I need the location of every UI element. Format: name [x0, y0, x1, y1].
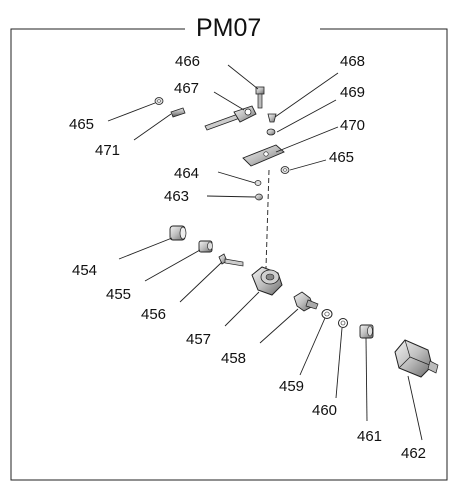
part-469-nut: [266, 128, 276, 136]
part-454-bushing: [169, 225, 187, 241]
part-461-bushing: [359, 324, 374, 339]
leader-lines: [107, 64, 423, 441]
callout-465-left: 465: [69, 116, 94, 133]
assembly-axis: [265, 169, 270, 269]
part-463-nut: [255, 193, 263, 201]
callout-465-right: 465: [329, 149, 354, 166]
part-470-plate: [242, 144, 285, 167]
part-462-coupling: [394, 339, 439, 378]
part-459-oring: [321, 309, 333, 319]
callout-456: 456: [141, 306, 166, 323]
callout-457: 457: [186, 331, 211, 348]
callout-455: 455: [106, 286, 131, 303]
callout-454: 454: [72, 262, 97, 279]
callout-471: 471: [95, 142, 120, 159]
callout-463: 463: [164, 188, 189, 205]
callout-462: 462: [401, 445, 426, 462]
callout-466: 466: [175, 53, 200, 70]
callout-458: 458: [221, 350, 246, 367]
part-457-fitting: [251, 266, 283, 296]
callout-469: 469: [340, 84, 365, 101]
callout-470: 470: [340, 117, 365, 134]
part-458-nozzle: [293, 291, 319, 312]
part-466-screw: [255, 86, 265, 109]
part-471-pin: [170, 107, 186, 118]
part-465-washer-left: [154, 97, 164, 105]
callout-467: 467: [174, 80, 199, 97]
part-468-screw: [267, 113, 277, 123]
part-464-washer: [254, 180, 262, 186]
part-456-screw: [218, 253, 244, 267]
diagram-title: PM07: [196, 14, 261, 42]
callout-464: 464: [174, 165, 199, 182]
part-455-nut: [198, 240, 213, 253]
callout-460: 460: [312, 402, 337, 419]
part-467-lever: [204, 105, 257, 131]
callout-468: 468: [340, 53, 365, 70]
part-460-oring: [338, 318, 348, 328]
diagram-frame: [10, 28, 448, 481]
part-465-washer-right: [280, 166, 290, 174]
callout-461: 461: [357, 428, 382, 445]
callout-459: 459: [279, 378, 304, 395]
